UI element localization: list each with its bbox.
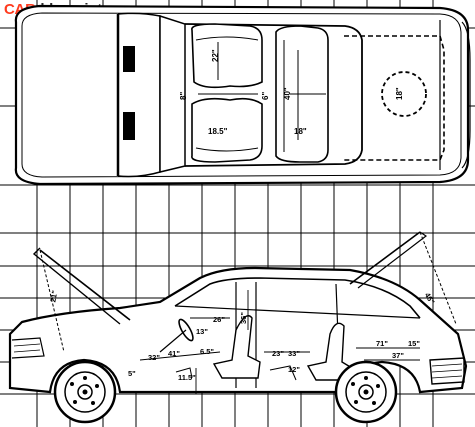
dim-seat-front: 6.5" — [200, 347, 214, 356]
dim-cargo-length: 71" — [376, 339, 388, 348]
dim-gap-mid: 6" — [261, 92, 270, 100]
side-view-car — [8, 231, 468, 394]
dim-hood-open: 21" — [48, 289, 59, 303]
dim-leg-front: 32" — [148, 353, 160, 362]
dim-pillar: 36" — [239, 312, 248, 324]
side-view-dimensions: 21" 46" 13" 26" 36" 32" 41" 6.5" 11.5" 2… — [48, 289, 436, 382]
dim-rear-seat-width: 18" — [294, 127, 307, 136]
dim-cargo-width: 37" — [392, 351, 404, 360]
dim-cargo-height: 15" — [408, 339, 420, 348]
dim-gap-front: 8" — [179, 92, 188, 100]
top-view-dimensions: 22" 18.5" 18" 8" 6" 40" 18" — [179, 49, 404, 136]
dim-boot-length: 18" — [395, 87, 404, 100]
dim-rear-b: 33" — [288, 349, 300, 358]
dim-rear-a: 23" — [272, 349, 284, 358]
dim-rear-c: 12" — [288, 365, 300, 374]
dim-front-seat-width: 18.5" — [208, 127, 228, 136]
dim-head-mid: 26" — [213, 315, 225, 324]
dim-head-front: 13" — [196, 327, 208, 336]
dim-rear-length: 40" — [283, 87, 292, 100]
top-view-car — [14, 4, 471, 186]
dim-front-seat-length: 22" — [211, 49, 220, 62]
rear-wheel — [334, 360, 398, 424]
front-wheel — [53, 360, 117, 424]
dim-front-low: 5" — [128, 369, 136, 378]
dim-leg-front-b: 41" — [168, 349, 180, 358]
dim-seat-height: 11.5" — [178, 373, 196, 382]
